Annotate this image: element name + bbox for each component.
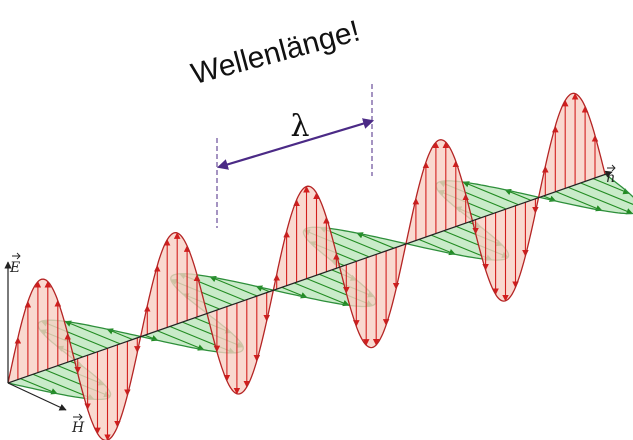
- e-field-curve: [7, 92, 606, 440]
- h-field-vector: [462, 181, 519, 206]
- h-field-vector: [157, 330, 205, 351]
- h-field-vector: [567, 186, 633, 215]
- wavelength-title: Wellenlänge!: [188, 15, 364, 92]
- h-field-vector: [418, 238, 456, 256]
- h-axis-label: H: [71, 413, 85, 436]
- h-field-vector: [64, 320, 121, 345]
- h-axis: [7, 382, 67, 411]
- h-field-vector: [504, 188, 531, 201]
- h-field-vector: [281, 286, 308, 299]
- electric-field-wave: [7, 92, 606, 440]
- lambda-label: λ: [290, 109, 309, 144]
- h-field-vector: [293, 282, 350, 307]
- h-field-vector: [106, 328, 133, 341]
- n-axis-label: n: [606, 164, 616, 186]
- h-field-vector: [579, 182, 633, 205]
- h-field-vector: [592, 177, 630, 195]
- svg-text:H: H: [71, 420, 85, 436]
- h-field-vector: [209, 275, 258, 297]
- wavelength-arrow: [216, 118, 375, 170]
- propagation-axis: [7, 170, 613, 384]
- h-field-vector: [555, 190, 603, 212]
- svg-text:E: E: [9, 260, 20, 276]
- h-field-vector: [20, 378, 58, 395]
- e-axis-label: E: [9, 252, 21, 276]
- h-field-vector: [356, 232, 394, 249]
- svg-text:n: n: [606, 170, 615, 186]
